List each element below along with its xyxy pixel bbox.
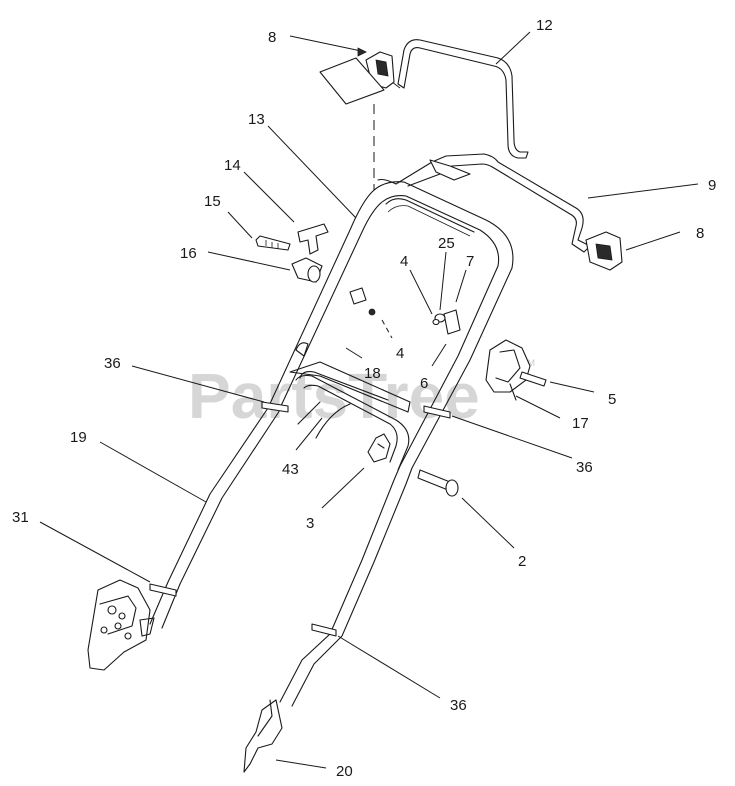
watermark-text: PartsTree — [188, 360, 480, 432]
part-12-upper-bail — [391, 39, 529, 159]
callout-17: 17 — [572, 415, 589, 432]
part-14-knob — [297, 223, 329, 255]
part-3-knob — [367, 433, 391, 463]
upper-handle — [267, 181, 514, 469]
part-31-bracket — [87, 579, 155, 671]
callout-14: 14 — [224, 157, 241, 174]
callout-36-lower: 36 — [450, 697, 467, 714]
callout-6: 6 — [420, 375, 428, 392]
callout-43: 43 — [282, 461, 299, 478]
callout-19: 19 — [70, 429, 87, 446]
callout-4-mid: 4 — [396, 345, 404, 362]
callout-7: 7 — [466, 253, 474, 270]
part-9-lower-bail — [377, 153, 591, 253]
callout-15: 15 — [204, 193, 221, 210]
part-8-right-bracket — [585, 231, 623, 271]
callout-31: 31 — [12, 509, 29, 526]
callout-9: 9 — [708, 177, 716, 194]
callout-4-top: 4 — [400, 253, 408, 270]
callout-20: 20 — [336, 763, 353, 780]
callout-12: 12 — [536, 17, 553, 34]
callout-36-left: 36 — [104, 355, 121, 372]
callout-13: 13 — [248, 111, 265, 128]
callouts: 8 12 13 14 15 16 9 8 25 4 7 4 18 6 5 17 … — [12, 17, 716, 780]
lower-handle — [149, 374, 413, 707]
callout-36-right: 36 — [576, 459, 593, 476]
leader-lines — [39, 31, 699, 769]
part-5-screw — [519, 371, 547, 387]
part-36-clips — [149, 401, 451, 637]
callout-8-right: 8 — [696, 225, 704, 242]
callout-5: 5 — [608, 391, 616, 408]
part-15-bolt — [255, 235, 291, 251]
part-25-washer — [368, 308, 446, 326]
callout-2: 2 — [518, 553, 526, 570]
part-13-guide — [295, 342, 309, 357]
callout-3: 3 — [306, 515, 314, 532]
callout-25: 25 — [438, 235, 455, 252]
part-8-upper-bracket — [319, 51, 395, 190]
part-20-mount — [243, 699, 283, 773]
part-17-lever — [485, 339, 531, 401]
watermark: PartsTree TM — [188, 358, 535, 432]
part-2-bolt — [417, 469, 459, 497]
callout-18: 18 — [364, 365, 381, 382]
part-16-spacer — [291, 257, 323, 283]
callout-8-upper: 8 — [268, 29, 276, 46]
callout-16: 16 — [180, 245, 197, 262]
